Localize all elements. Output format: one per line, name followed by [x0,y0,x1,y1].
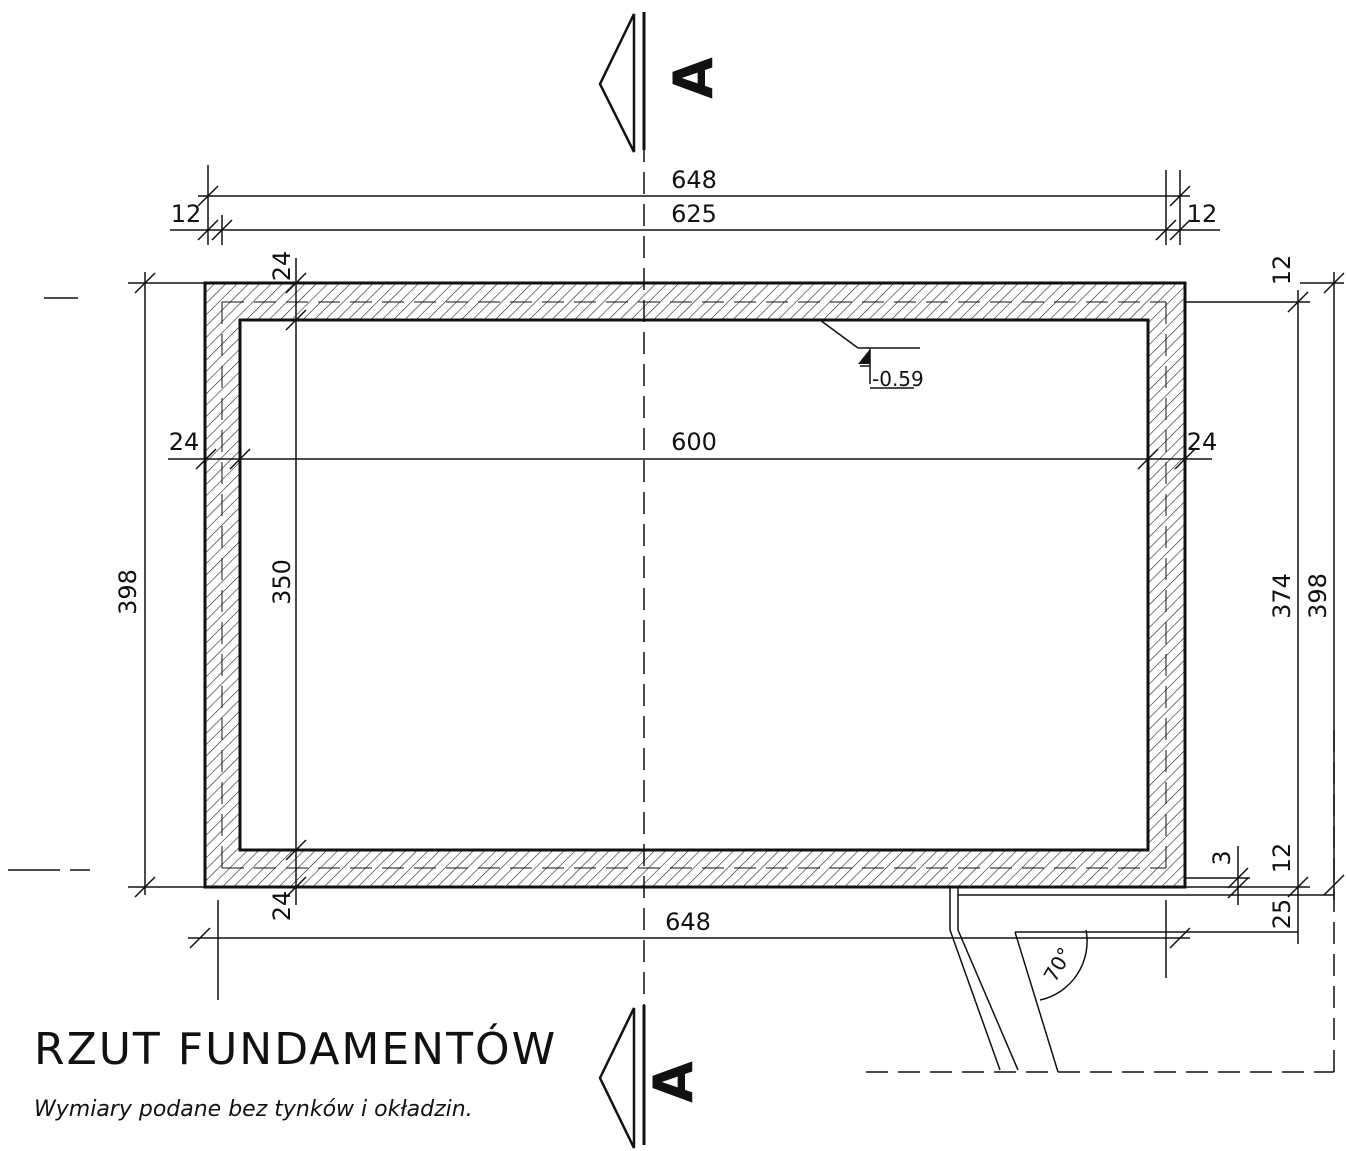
horizontal-axis-marks [8,297,90,871]
dim-648-bottom: 648 [665,908,711,936]
dim-24-left-wall: 24 [169,428,200,456]
slope-detail: 70° [866,730,1335,1073]
drawing-title: RZUT FUNDAMENTÓW [34,1022,557,1075]
elevation-value: -0.59 [872,367,924,391]
dim-12-top-left: 12 [171,200,202,228]
dim-625: 625 [671,200,717,228]
section-marker-top: A [598,13,725,153]
dim-648-top: 648 [671,166,717,194]
elevation-marker: -0.59 [819,319,924,391]
foundation-wall [203,281,1187,889]
dim-350: 350 [268,559,296,605]
dim-398-left: 398 [114,569,142,615]
dim-24-bottom-wall: 24 [268,891,296,922]
dimension-inner-height: 350 24 24 [268,251,307,922]
dim-24-right-wall: 24 [1187,428,1218,456]
dimension-bottom-overall: 648 [188,900,1191,1000]
dimension-right-inner: 374 12 12 25 [1185,255,1310,944]
dim-12-top-right: 12 [1187,200,1218,228]
section-marker-bottom: A [598,1007,705,1149]
dimension-inner-width: 600 24 24 [168,428,1218,470]
drawing-note: Wymiary podane bez tynków i okładzin. [34,1097,473,1122]
angle-value: 70° [1039,943,1078,986]
dim-374: 374 [1268,573,1296,619]
dim-25: 25 [1268,899,1296,930]
dim-398-right: 398 [1304,573,1332,619]
dim-24-top-wall: 24 [268,251,296,282]
dim-3: 3 [1208,850,1236,865]
dim-12-right-top: 12 [1268,255,1296,286]
section-label-bottom: A [642,1061,705,1103]
dimension-right-overall: 398 [1300,272,1345,900]
dimension-top-inner: 625 12 12 [170,170,1220,245]
section-label-top: A [662,57,725,99]
dimension-top-overall: 648 [197,165,1191,245]
dim-12-right-bottom: 12 [1268,843,1296,874]
dim-600: 600 [671,428,717,456]
dimension-step: 3 [1185,846,1250,905]
dimension-left-overall: 398 [114,272,205,898]
